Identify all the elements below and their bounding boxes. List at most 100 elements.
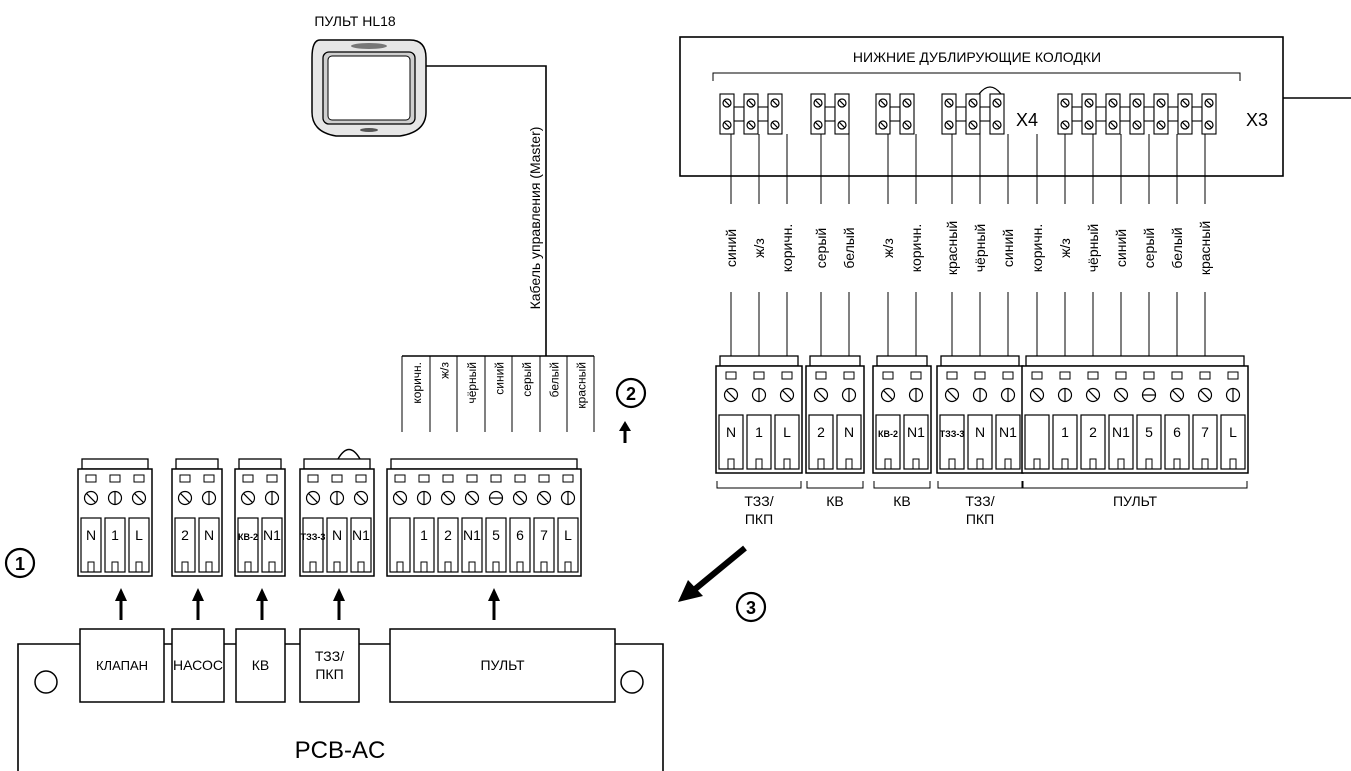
pin-indicator [109, 474, 121, 483]
pin-label: 6 [1173, 424, 1181, 440]
screw-icon [751, 387, 767, 403]
pin-label: N [86, 527, 96, 543]
screw-icon [841, 387, 857, 403]
pin-label: 2 [1089, 424, 1097, 440]
fan-wire-label: чёрный [465, 362, 479, 404]
pin-contact [444, 561, 452, 572]
screw-icon [353, 490, 369, 506]
pcb-slot [299, 628, 360, 703]
pin-contact [268, 561, 276, 572]
screw-icon [908, 387, 924, 403]
pin-slot [326, 517, 348, 573]
screw-icon [83, 490, 99, 506]
pcb-slot-label: НАСОС [173, 657, 223, 673]
connector-cap [390, 458, 578, 470]
pin-indicator [442, 474, 454, 483]
connector-cap [175, 458, 219, 470]
terminal-link [889, 106, 901, 122]
pin-contact [1201, 458, 1209, 469]
fan-wire-label: синий [493, 362, 507, 395]
pin-contact [205, 561, 213, 572]
duplicate-blocks-title: НИЖНИЕ ДУБЛИРУЮЩИЕ КОЛОДКИ [853, 49, 1101, 65]
screw-icon [992, 98, 1002, 108]
block-tag-x4: X4 [1016, 110, 1038, 130]
screw-icon [440, 490, 456, 506]
pin-slot [995, 414, 1021, 470]
callout-3: 3 [735, 591, 767, 623]
screw-icon [813, 98, 823, 108]
cable-label: Кабель управления (Master) [527, 127, 543, 310]
terminal-link [1071, 106, 1083, 122]
callout-2-label: 2 [626, 384, 636, 404]
wire-label: красный [1197, 221, 1213, 275]
pin-contact [1117, 458, 1125, 469]
wire-label: красный [944, 221, 960, 275]
pin-contact [516, 561, 524, 572]
terminal-pair [1081, 93, 1097, 135]
connector-cap [809, 355, 861, 367]
pin-slot [261, 517, 283, 573]
terminal-link [1167, 106, 1179, 122]
terminal-pair [941, 93, 957, 135]
pin-indicator [538, 474, 550, 483]
screw-icon [1108, 98, 1118, 108]
screw-icon [813, 120, 823, 130]
pin-label: 1 [1061, 424, 1069, 440]
arrow-up-2 [619, 421, 631, 443]
pin-slot [1220, 414, 1246, 470]
pin-slot [389, 517, 411, 573]
pin-slot [1164, 414, 1190, 470]
pcb-slot [389, 628, 616, 703]
terminal-link [757, 106, 769, 122]
pin-slot [128, 517, 150, 573]
pin-indicator [1059, 371, 1071, 380]
pin-indicator [910, 371, 922, 380]
connector-label: ПКП [745, 511, 773, 527]
pin-slot [718, 414, 744, 470]
terminal-pair [965, 93, 981, 135]
pin-indicator [466, 474, 478, 483]
pin-contact [111, 561, 119, 572]
screw-icon [1108, 120, 1118, 130]
pin-indicator [1143, 371, 1155, 380]
wire-label: ж/з [751, 238, 767, 258]
screw-icon [107, 490, 123, 506]
connector-label: ТЗЗ/ [965, 493, 994, 509]
pin-slot [746, 414, 772, 470]
screw-icon [779, 387, 795, 403]
pin-label: 5 [492, 527, 500, 543]
terminal-pair [767, 93, 783, 135]
pin-indicator [1031, 371, 1043, 380]
pin-indicator [490, 474, 502, 483]
screw-icon [264, 490, 280, 506]
screw-icon [1060, 120, 1070, 130]
pin-contact [1033, 458, 1041, 469]
pin-slot [808, 414, 834, 470]
pin-slot [1052, 414, 1078, 470]
pin-indicator [133, 474, 145, 483]
pin-contact [540, 561, 548, 572]
pin-contact [783, 458, 791, 469]
pin-slot [939, 414, 965, 470]
pin-indicator [203, 474, 215, 483]
connector-bracket [806, 481, 864, 489]
pin-slot [198, 517, 220, 573]
callout-3-label: 3 [746, 598, 756, 618]
callout-1: 1 [4, 547, 36, 579]
screw-icon [392, 490, 408, 506]
pin-indicator [562, 474, 574, 483]
screw-icon [878, 98, 888, 108]
pin-contact [755, 458, 763, 469]
arrow-up-icon [115, 588, 127, 620]
connector-cap [81, 458, 149, 470]
screw-icon [1132, 98, 1142, 108]
pin-slot [836, 414, 862, 470]
pin-indicator [514, 474, 526, 483]
pin-contact [1004, 458, 1012, 469]
pin-indicator [307, 474, 319, 483]
